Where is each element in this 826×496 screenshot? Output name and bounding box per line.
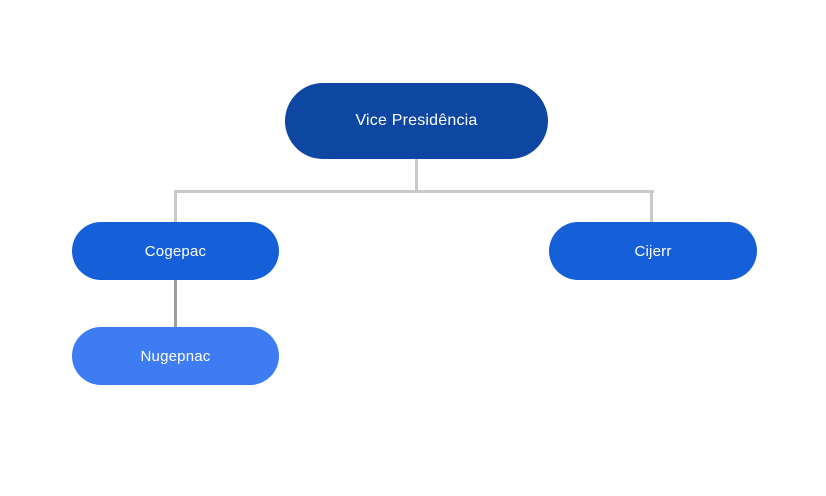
org-node-label: Vice Presidência [355, 112, 478, 129]
org-node-vice-presidencia[interactable]: Vice Presidência [285, 83, 548, 159]
connector-root-stem [415, 159, 418, 192]
connector-horizontal-rail [174, 190, 654, 193]
org-node-label: Nugepnac [140, 347, 211, 365]
org-node-label: Cogepac [144, 242, 207, 260]
org-node-label: Cijerr [634, 242, 672, 260]
org-node-nugepnac[interactable]: Nugepnac [72, 327, 279, 385]
connector-cogepac-nugepnac [174, 280, 177, 327]
org-node-cijerr[interactable]: Cijerr [549, 222, 757, 280]
connector-drop-cijerr [650, 190, 653, 222]
org-node-cogepac[interactable]: Cogepac [72, 222, 279, 280]
connector-drop-cogepac [174, 190, 177, 222]
